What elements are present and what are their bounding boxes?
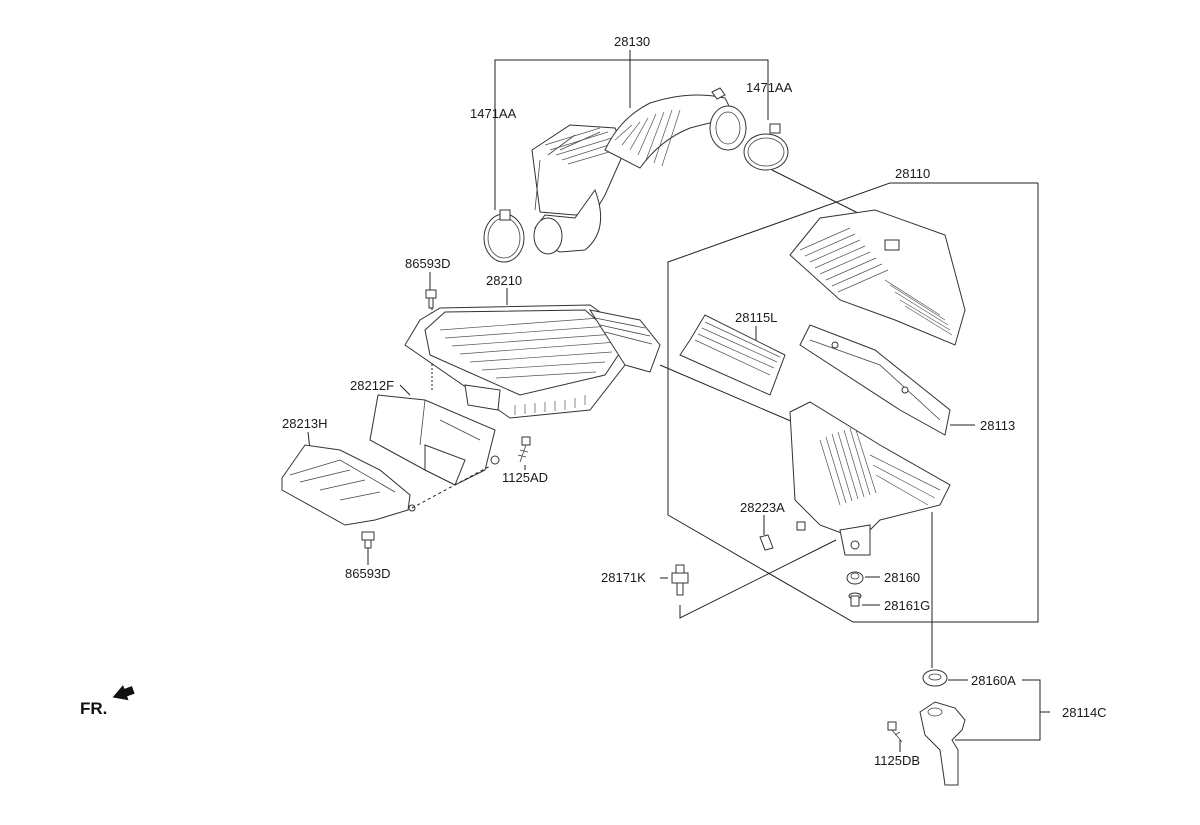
callout-28114C: 28114C bbox=[1062, 705, 1107, 720]
bolt-28171K bbox=[671, 564, 689, 596]
callout-1471AA-right: 1471AA bbox=[746, 80, 793, 95]
callout-labels: 28130 1471AA 1471AA 28110 86593D 28210 2… bbox=[282, 34, 1107, 768]
filter-28115L bbox=[679, 314, 786, 396]
resonator-28210 bbox=[404, 304, 661, 419]
callout-1125AD: 1125AD bbox=[502, 470, 548, 485]
clip-28223A bbox=[759, 534, 774, 551]
callout-1125DB: 1125DB bbox=[874, 753, 920, 768]
leader-lines bbox=[307, 50, 1050, 752]
callout-28110: 28110 bbox=[895, 166, 930, 181]
callout-28161G: 28161G bbox=[884, 598, 930, 613]
callout-28210: 28210 bbox=[486, 273, 522, 288]
callout-28130: 28130 bbox=[614, 34, 650, 49]
callout-28115L: 28115L bbox=[735, 310, 777, 325]
callout-86593D-top: 86593D bbox=[405, 256, 451, 271]
callout-86593D-bottom: 86593D bbox=[345, 566, 391, 581]
callout-28113: 28113 bbox=[980, 418, 1015, 433]
bracket-28114C bbox=[919, 701, 966, 786]
callout-28160A: 28160A bbox=[971, 673, 1016, 688]
bolt-86593D-bottom bbox=[361, 531, 375, 549]
bushing-28161G bbox=[848, 592, 862, 607]
air-duct-28130 bbox=[531, 87, 747, 255]
grommet-28160 bbox=[846, 571, 864, 585]
hose-clamp-right bbox=[743, 123, 789, 171]
bolt-1125DB bbox=[887, 721, 903, 743]
callout-28212F: 28212F bbox=[350, 378, 394, 393]
front-direction-indicator: FR. bbox=[80, 685, 135, 718]
callout-28160: 28160 bbox=[884, 570, 920, 585]
callout-28213H: 28213H bbox=[282, 416, 328, 431]
bolt-1125AD bbox=[517, 436, 531, 463]
housing-lower bbox=[789, 401, 951, 556]
grommet-28160A bbox=[922, 669, 948, 687]
dashed-fastener-line bbox=[411, 465, 491, 509]
housing-cover-28110 bbox=[789, 209, 966, 346]
callout-28171K: 28171K bbox=[601, 570, 646, 585]
guide-28213H bbox=[281, 444, 416, 526]
callout-28223A: 28223A bbox=[740, 500, 785, 515]
front-arrow-icon bbox=[112, 685, 135, 701]
duct-28212F bbox=[369, 394, 500, 486]
callout-1471AA-left: 1471AA bbox=[470, 106, 517, 121]
bolt-86593D-top bbox=[425, 289, 437, 309]
fr-label: FR. bbox=[80, 699, 107, 718]
plate-28113 bbox=[799, 324, 951, 436]
hose-clamp-left bbox=[483, 209, 525, 263]
